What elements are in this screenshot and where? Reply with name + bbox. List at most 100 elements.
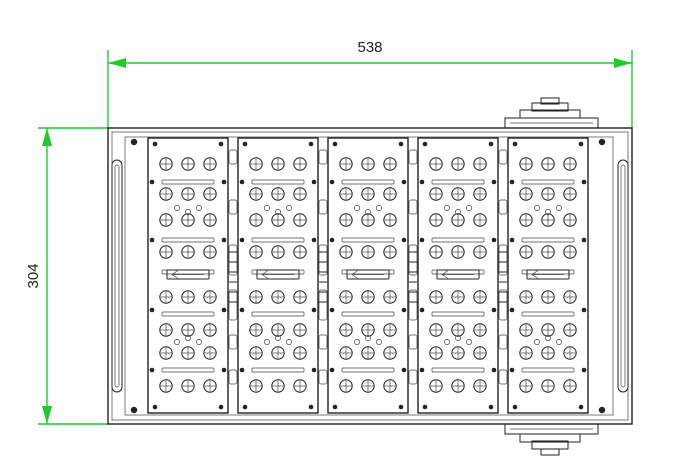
- arrow-marker: [436, 269, 480, 280]
- width-dimension: 538: [107, 39, 633, 128]
- screw-icon: [152, 141, 158, 147]
- module-connector: [408, 199, 418, 215]
- housing-frame: [107, 127, 633, 425]
- arrow-marker: [526, 269, 570, 280]
- module-connector: [228, 149, 238, 165]
- module-plate: [147, 137, 229, 414]
- screw-icon: [308, 404, 314, 410]
- module-connector: [228, 369, 238, 385]
- screw-icon: [221, 237, 227, 243]
- height-dimension-label: 304: [25, 263, 42, 288]
- screw-icon: [218, 141, 224, 147]
- screw-icon: [419, 179, 425, 185]
- module-connector: [228, 244, 238, 276]
- screw-icon: [581, 367, 587, 373]
- module-connector: [498, 149, 508, 165]
- top-bracket: [504, 97, 599, 129]
- module-plate: [237, 137, 319, 414]
- screw-icon: [242, 404, 248, 410]
- module-connector: [228, 289, 238, 321]
- screw-icon: [308, 141, 314, 147]
- module-connector: [408, 244, 418, 276]
- screw-icon: [239, 367, 245, 373]
- screw-icon: [491, 367, 497, 373]
- screw-icon: [329, 367, 335, 373]
- screw-icon: [311, 367, 317, 373]
- led-modules: [147, 137, 589, 414]
- corner-screw-icon: [598, 138, 606, 146]
- module-connector: [408, 369, 418, 385]
- screw-icon: [239, 237, 245, 243]
- module-connector: [318, 289, 328, 321]
- screw-icon: [488, 404, 494, 410]
- corner-screw-icon: [130, 138, 138, 146]
- screw-icon: [422, 141, 428, 147]
- screw-icon: [509, 179, 515, 185]
- led-module: [147, 137, 229, 414]
- module-connector: [498, 244, 508, 276]
- led-module: [237, 137, 319, 414]
- module-connector: [318, 334, 328, 350]
- screw-icon: [422, 404, 428, 410]
- screw-icon: [491, 237, 497, 243]
- screw-icon: [509, 237, 515, 243]
- module-plate: [327, 137, 409, 414]
- screw-icon: [311, 179, 317, 185]
- screw-icon: [311, 237, 317, 243]
- bottom-bracket: [504, 423, 599, 456]
- width-dimension-label: 538: [357, 39, 382, 56]
- module-connector: [498, 289, 508, 321]
- module-connector: [498, 199, 508, 215]
- module-connector: [228, 334, 238, 350]
- screw-icon: [488, 141, 494, 147]
- screw-icon: [578, 141, 584, 147]
- screw-icon: [581, 179, 587, 185]
- module-plate: [417, 137, 499, 414]
- arrow-marker: [346, 269, 390, 280]
- module-connector: [318, 149, 328, 165]
- screw-icon: [152, 404, 158, 410]
- screw-icon: [311, 307, 317, 313]
- screw-icon: [491, 307, 497, 313]
- screw-icon: [398, 404, 404, 410]
- module-plate: [507, 137, 589, 414]
- screw-icon: [221, 179, 227, 185]
- screw-icon: [149, 307, 155, 313]
- screw-icon: [581, 307, 587, 313]
- screw-icon: [149, 179, 155, 185]
- corner-screw-icon: [598, 406, 606, 414]
- screw-icon: [149, 367, 155, 373]
- module-connector: [318, 369, 328, 385]
- screw-icon: [581, 237, 587, 243]
- module-connector: [318, 199, 328, 215]
- screw-icon: [242, 141, 248, 147]
- screw-icon: [401, 237, 407, 243]
- screw-icon: [509, 367, 515, 373]
- screw-icon: [218, 404, 224, 410]
- screw-icon: [512, 141, 518, 147]
- screw-icon: [239, 179, 245, 185]
- module-connector: [318, 244, 328, 276]
- screw-icon: [329, 237, 335, 243]
- module-connector: [498, 369, 508, 385]
- led-module: [507, 137, 589, 414]
- module-connector: [498, 334, 508, 350]
- screw-icon: [419, 307, 425, 313]
- screw-icon: [401, 179, 407, 185]
- screw-icon: [401, 367, 407, 373]
- screw-icon: [398, 141, 404, 147]
- led-module: [327, 137, 409, 414]
- height-dimension: 304: [25, 127, 108, 425]
- screw-icon: [332, 404, 338, 410]
- module-connector: [408, 149, 418, 165]
- screw-icon: [401, 307, 407, 313]
- led-module: [417, 137, 499, 414]
- screw-icon: [419, 237, 425, 243]
- module-connector: [228, 199, 238, 215]
- screw-icon: [329, 307, 335, 313]
- arrow-marker: [166, 269, 210, 280]
- screw-icon: [221, 367, 227, 373]
- screw-icon: [332, 141, 338, 147]
- screw-icon: [578, 404, 584, 410]
